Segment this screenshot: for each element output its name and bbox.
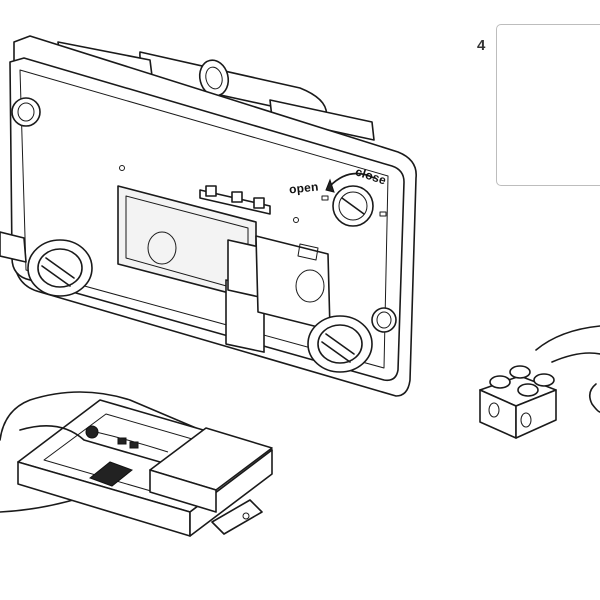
step-number: 4 bbox=[477, 37, 486, 54]
terminal-block bbox=[479, 325, 600, 439]
sensor-box bbox=[0, 391, 273, 537]
mounting-plate bbox=[0, 35, 417, 397]
inset-frame bbox=[496, 24, 600, 186]
